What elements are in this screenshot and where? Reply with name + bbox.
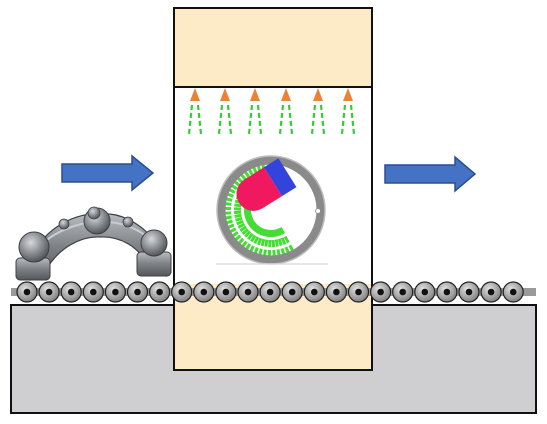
spray-jet bbox=[217, 104, 233, 135]
bristle bbox=[236, 224, 260, 254]
bristle bbox=[217, 212, 252, 221]
magnet-north-pole bbox=[236, 167, 283, 211]
part-small-boss-right bbox=[122, 216, 134, 228]
bristle bbox=[241, 226, 262, 257]
cast-metal-part-icon bbox=[15, 206, 172, 281]
bristle bbox=[218, 214, 253, 227]
bristle bbox=[270, 229, 277, 265]
conveyor-roller bbox=[392, 281, 414, 303]
bristle bbox=[232, 223, 259, 250]
spray-jet bbox=[247, 104, 263, 135]
conveyor-roller bbox=[325, 281, 347, 303]
part-right-boss bbox=[140, 229, 168, 257]
inlet-right-arrow-icon bbox=[61, 154, 155, 192]
bristle bbox=[277, 227, 293, 261]
conveyor-roller bbox=[303, 281, 325, 303]
magnet-icon bbox=[236, 158, 297, 211]
brush-outer-ring bbox=[216, 155, 326, 265]
bristle bbox=[216, 209, 252, 216]
conveyor-roller bbox=[149, 281, 171, 303]
spray-jet bbox=[340, 104, 356, 135]
spray-jet bbox=[310, 104, 326, 135]
bristle bbox=[220, 216, 254, 232]
bristle bbox=[279, 226, 298, 259]
nozzle-icon bbox=[250, 88, 260, 101]
bristle bbox=[222, 218, 255, 237]
bristle bbox=[225, 219, 256, 242]
conveyor-roller bbox=[38, 281, 60, 303]
bristle bbox=[275, 228, 288, 263]
conveyor-roller bbox=[82, 281, 104, 303]
part-center-boss-top bbox=[87, 206, 101, 220]
bristle bbox=[216, 206, 252, 211]
conveyor-roller bbox=[104, 281, 127, 303]
outlet-right-arrow-icon bbox=[384, 155, 477, 193]
conveyor-roller bbox=[414, 281, 436, 303]
conveyor-roller bbox=[126, 281, 149, 303]
conveyor-roller bbox=[237, 281, 259, 303]
nozzle-icon bbox=[220, 88, 230, 101]
conveyor-roller bbox=[281, 281, 303, 303]
bristle bbox=[228, 221, 257, 246]
conveyor-roller bbox=[171, 281, 193, 303]
nozzle-icon bbox=[190, 88, 200, 101]
bristle bbox=[245, 227, 264, 260]
conveyor-roller bbox=[502, 281, 524, 303]
conveyor-roller bbox=[60, 281, 82, 303]
bristle bbox=[262, 229, 270, 264]
spray-nozzle-row bbox=[187, 88, 356, 135]
magnet-south-pole bbox=[264, 158, 297, 197]
conveyor-rollers bbox=[16, 281, 524, 303]
conveyor-roller bbox=[480, 281, 502, 303]
bristle bbox=[251, 228, 266, 262]
spray-jet bbox=[278, 104, 294, 135]
conveyor-roller bbox=[347, 281, 370, 303]
bristle bbox=[256, 229, 268, 263]
nozzle-icon bbox=[281, 88, 291, 101]
conveyor-roller bbox=[458, 281, 480, 303]
nozzle-icon bbox=[343, 88, 353, 101]
magnetic-brush-icon bbox=[216, 155, 328, 265]
bristle bbox=[267, 229, 272, 265]
conveyor-roller bbox=[259, 281, 281, 303]
conveyor-roller bbox=[215, 281, 237, 303]
conveyor-roller bbox=[193, 281, 215, 303]
conveyor-roller bbox=[16, 281, 38, 303]
nozzle-icon bbox=[313, 88, 323, 101]
brush-ring-pin bbox=[315, 208, 321, 214]
bristle bbox=[273, 229, 282, 264]
spray-jet bbox=[187, 104, 203, 135]
part-small-boss-left bbox=[58, 218, 70, 230]
conveyor-roller bbox=[370, 281, 392, 303]
part-left-boss bbox=[18, 231, 50, 263]
conveyor-roller bbox=[436, 281, 458, 303]
